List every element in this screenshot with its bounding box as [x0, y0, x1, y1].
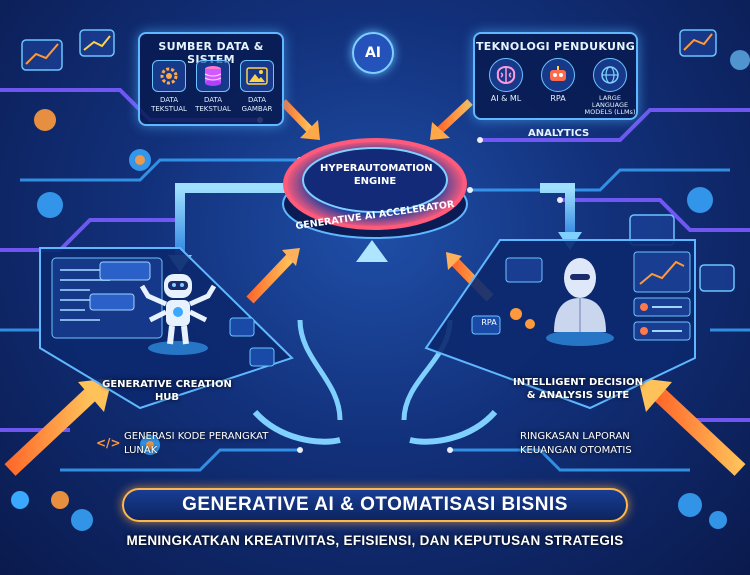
tech-item-rpa: RPA [531, 58, 585, 103]
robot-icon [139, 274, 217, 355]
generative-creation-hub: GENERATIVE CREATION HUB [30, 238, 300, 414]
globe-icon [593, 58, 627, 92]
tech-item-llm: LARGE LANGUAGE MODELS (LLMs) [583, 58, 637, 116]
engine-title: HYPERAUTOMATION ENGINE [320, 163, 433, 187]
robot-icon [541, 58, 575, 92]
code-icon: </> [96, 436, 121, 450]
banner-title: GENERATIVE AI & OTOMATISASI BISNIS [182, 494, 568, 515]
tech-item-ai-ml: AI & ML [479, 58, 533, 103]
supporting-tech-title: TEKNOLOGI PENDUKUNG [475, 40, 636, 53]
brain-icon [489, 58, 523, 92]
rpa-chip: RPA [481, 318, 497, 327]
left-hub-platform [39, 247, 294, 410]
gear-icon [152, 60, 186, 92]
supporting-tech-panel: TEKNOLOGI PENDUKUNG AI & ML RPA LARGE LA… [473, 32, 638, 120]
ai-badge: AI [352, 32, 394, 74]
source-item-image: DATA GAMBAR [234, 60, 280, 114]
hyperautomation-engine: HYPERAUTOMATION ENGINE GENERATIVE AI ACC… [278, 124, 472, 244]
analytics-label: ANALYTICS [528, 128, 590, 139]
source-item-text-1: DATA TEKSTUAL [146, 60, 192, 114]
intelligent-decision-suite: RPA INTELLIGENT DECISION & ANALYSIS SUIT… [420, 238, 705, 414]
main-banner: GENERATIVE AI & OTOMATISASI BISNIS [122, 488, 628, 522]
engine-ring-icon [282, 138, 468, 239]
right-caption: RINGKASAN LAPORAN KEUANGAN OTOMATIS [520, 431, 632, 456]
humanoid-ai-icon [546, 258, 614, 346]
ai-badge-label: AI [364, 45, 382, 61]
database-icon [196, 60, 230, 92]
generative-hub-label: GENERATIVE CREATION HUB [102, 379, 232, 403]
source-item-text-2: DATA TEKSTUAL [190, 60, 236, 114]
left-caption: GENERASI KODE PERANGKAT LUNAK [124, 431, 269, 456]
banner-subtitle: MENINGKATKAN KREATIVITAS, EFISIENSI, DAN… [126, 533, 624, 548]
decision-suite-label: INTELLIGENT DECISION & ANALYSIS SUITE [513, 377, 643, 401]
image-icon [240, 60, 274, 92]
data-sources-panel: SUMBER DATA & SISTEM DATA TEKSTUAL DATA … [138, 32, 284, 126]
